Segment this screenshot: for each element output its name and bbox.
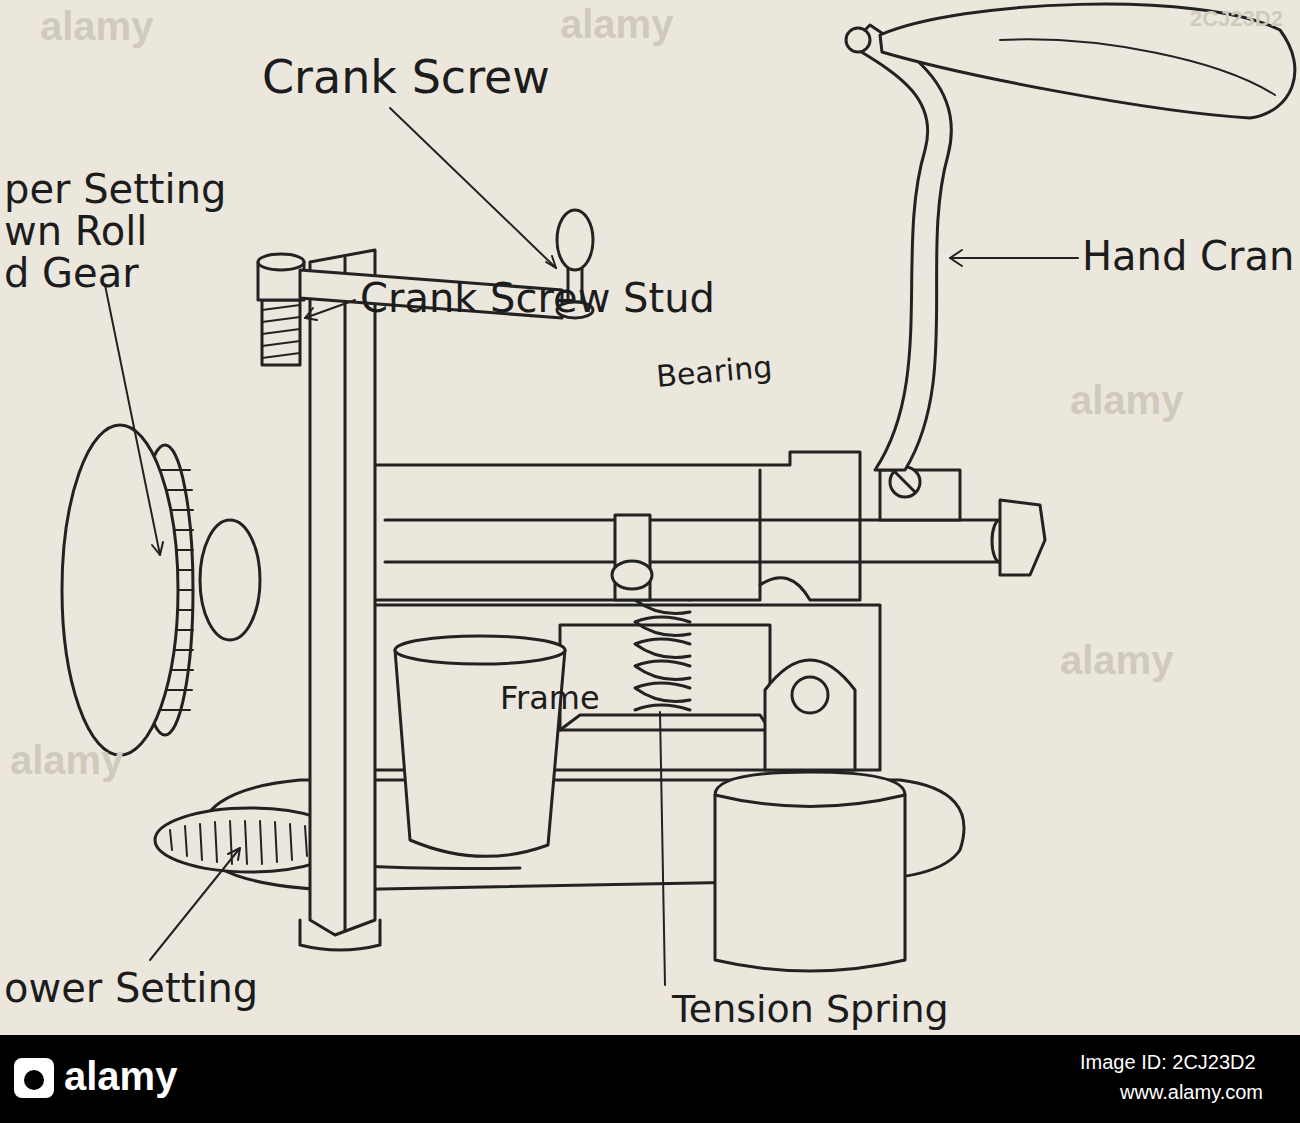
brand-name: alamy	[64, 1056, 177, 1096]
part-name: ower Setting	[4, 968, 258, 1008]
part-name: Frame	[500, 682, 600, 714]
image-id: Image ID: 2CJ23D2	[1080, 1052, 1256, 1072]
watermark: alamy	[1060, 640, 1173, 680]
site-address: www.alamy.com	[1120, 1082, 1263, 1102]
watermark: alamy	[40, 6, 153, 46]
watermark: alamy	[560, 4, 673, 44]
part-name: Crank Screw	[262, 54, 550, 100]
part-name: Hand Cran	[1082, 236, 1294, 276]
part-name: Bearing	[655, 352, 773, 392]
image-id: 2CJ23D2	[1190, 8, 1283, 30]
watermark: alamy	[1070, 380, 1183, 420]
watermark: alamy	[10, 740, 123, 780]
part-name: per Setting wn Roll d Gear	[4, 168, 226, 294]
part-name: Crank Screw Stud	[360, 278, 715, 318]
part-name: Tension Spring	[672, 990, 949, 1028]
